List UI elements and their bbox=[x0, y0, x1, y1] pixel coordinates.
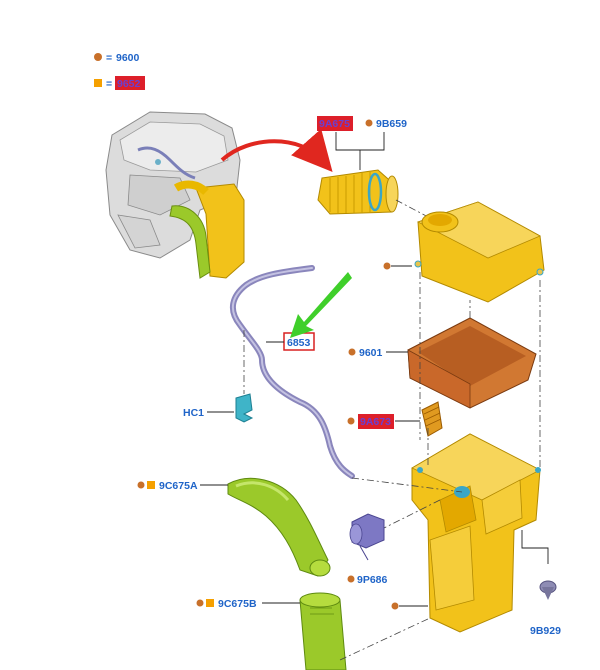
clamp-dot-icon bbox=[365, 119, 373, 127]
outlet-duct-label: 9C675A bbox=[159, 480, 198, 492]
clamp-label: 9B659 bbox=[376, 118, 407, 130]
housing-dot-icon bbox=[391, 602, 399, 610]
engine-illustration bbox=[105, 111, 245, 279]
sensor-plug-dot-icon bbox=[347, 575, 355, 583]
filter-dot-icon bbox=[348, 348, 356, 356]
legend-square-code-highlight bbox=[115, 76, 145, 90]
air-filter-housing bbox=[411, 433, 541, 633]
outlet-duct-square-icon bbox=[147, 481, 155, 489]
legend-square-icon bbox=[94, 79, 102, 87]
sensor-part bbox=[421, 401, 443, 437]
corrugated-hose bbox=[317, 169, 399, 215]
legend-square-code: 9652 bbox=[117, 78, 141, 90]
sensor-label: 9A673 bbox=[360, 416, 391, 428]
outlet-duct-dot-icon bbox=[137, 481, 145, 489]
legend: = 9600 = 9652 bbox=[94, 52, 145, 90]
filter-label: 9601 bbox=[359, 347, 383, 359]
inlet-duct-square-icon bbox=[206, 599, 214, 607]
purple-tube bbox=[229, 265, 355, 479]
callout-top-hose: 9A675 9B659 bbox=[317, 116, 407, 170]
grommet-label: 9B929 bbox=[530, 625, 561, 637]
sensor-plug bbox=[349, 513, 385, 561]
inlet-duct-label: 9C675B bbox=[218, 598, 257, 610]
inlet-duct-dot-icon bbox=[196, 599, 204, 607]
top-hose-label: 9A675 bbox=[319, 118, 350, 130]
legend-equals-2: = bbox=[106, 78, 112, 90]
legend-circle-code: 9600 bbox=[116, 52, 140, 64]
hose-label: 6853 bbox=[287, 337, 311, 349]
red-arrow bbox=[220, 128, 333, 172]
sensor-dot-icon bbox=[347, 417, 355, 425]
sensor-highlight bbox=[358, 414, 394, 429]
hc1-clip bbox=[235, 330, 254, 423]
sensor-callout: 9A673 bbox=[347, 414, 420, 429]
green-arrow bbox=[290, 272, 352, 338]
legend-circle-icon bbox=[94, 53, 102, 61]
lid-dot-icon bbox=[383, 262, 391, 270]
sensor-plug-label: 9P686 bbox=[357, 574, 388, 586]
legend-equals-1: = bbox=[106, 52, 112, 64]
outlet-duct bbox=[227, 477, 331, 577]
air-filter-lid bbox=[414, 201, 545, 303]
hose-callout: 6853 bbox=[266, 332, 315, 351]
top-hose-highlight bbox=[317, 116, 353, 131]
inlet-duct bbox=[299, 592, 347, 670]
grommet bbox=[521, 530, 557, 600]
filter-element bbox=[407, 317, 537, 409]
hc1-label: HC1 bbox=[183, 407, 204, 419]
